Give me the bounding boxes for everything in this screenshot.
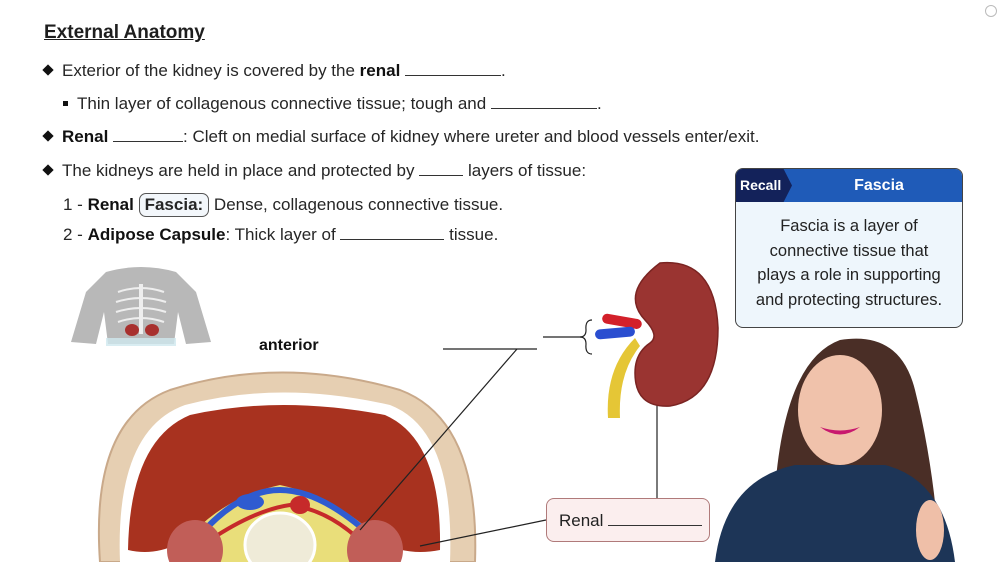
bullet-text: : Cleft on medial surface of kidney wher…: [183, 127, 760, 146]
fill-blank: [405, 61, 502, 76]
bold-term: Renal: [62, 127, 109, 146]
fill-blank: [113, 127, 184, 142]
presenter-video: [715, 338, 955, 562]
corner-icon[interactable]: [985, 5, 997, 17]
orientation-label: anterior: [259, 337, 319, 354]
square-bullet-icon: [63, 101, 68, 106]
recall-title: Fascia: [854, 177, 904, 194]
fascia-highlight[interactable]: Fascia:: [138, 193, 210, 217]
recall-tag: Recall: [736, 169, 792, 202]
recall-body: Fascia is a layer of connective tissue t…: [755, 217, 943, 309]
bullet-text: .: [501, 61, 506, 80]
fill-blank: [608, 511, 703, 526]
layer-text: tissue.: [444, 225, 499, 244]
bold-term: renal: [359, 61, 401, 80]
bold-term: Renal: [87, 195, 134, 214]
recall-card: Recall Fascia Fascia is a layer of conne…: [735, 168, 963, 328]
sub-bullet: Thin layer of collagenous connective tis…: [63, 94, 602, 114]
bullet-text: layers of tissue:: [463, 161, 587, 180]
layer-number: 2 -: [63, 225, 88, 244]
bullet-text: The kidneys are held in place and protec…: [62, 161, 420, 180]
fill-blank: [419, 161, 464, 176]
bullet-text: .: [596, 94, 602, 113]
bold-term: Adipose Capsule: [87, 225, 226, 244]
bullet-3: The kidneys are held in place and protec…: [42, 161, 587, 181]
brace-icon: [579, 319, 593, 355]
bullet-1: Exterior of the kidney is covered by the…: [42, 61, 506, 81]
kidney-illustration: [595, 261, 719, 418]
bullet-text: Exterior of the kidney is covered by the: [62, 61, 360, 80]
fill-blank: [490, 94, 597, 109]
layer-1: 1 - Renal Fascia: Dense, collagenous con…: [63, 193, 503, 217]
label-text: Renal: [559, 511, 604, 530]
fill-blank: [340, 225, 445, 240]
layer-2: 2 - Adipose Capsule: Thick layer of tiss…: [63, 225, 498, 245]
recall-header: Recall Fascia: [736, 169, 962, 202]
torso-thumbnail-icon: [71, 267, 211, 346]
cross-section-illustration: [97, 371, 477, 562]
section-title: External Anatomy: [44, 22, 205, 43]
bullet-2: Renal : Cleft on medial surface of kidne…: [42, 127, 760, 147]
layer-number: 1 -: [63, 195, 88, 214]
renal-label-box: Renal: [546, 498, 710, 542]
bullet-text: Thin layer of collagenous connective tis…: [77, 94, 491, 113]
layer-text: : Thick layer of: [225, 225, 341, 244]
layer-text: Dense, collagenous connective tissue.: [209, 195, 504, 214]
